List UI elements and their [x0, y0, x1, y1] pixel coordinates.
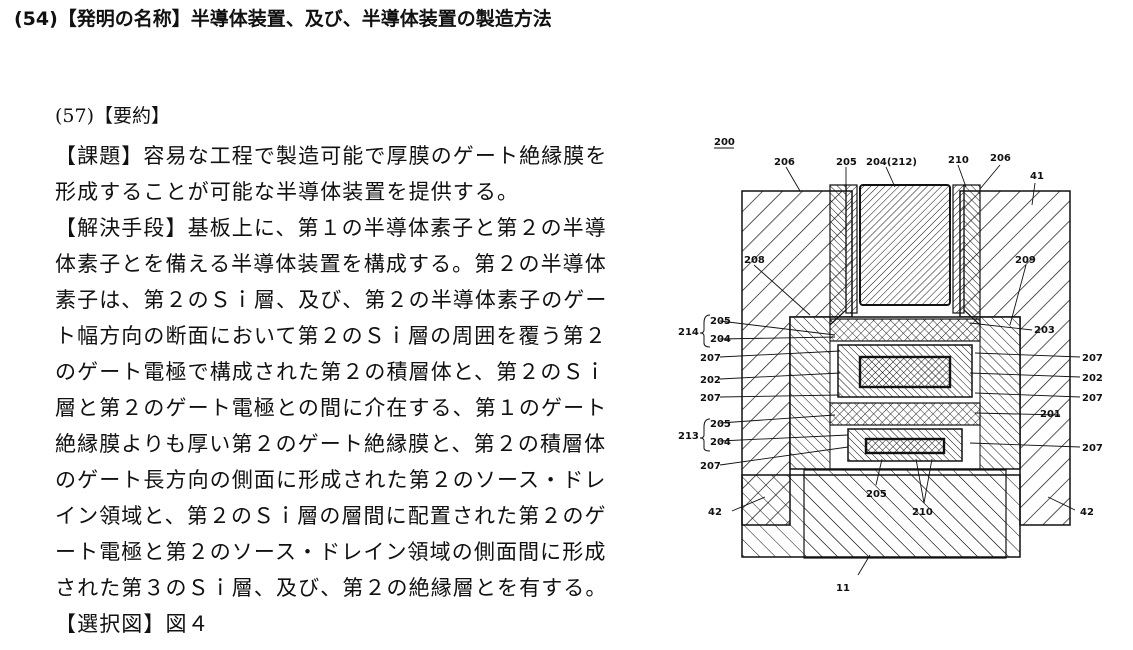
abstract-line: 【選択図】図４ [55, 612, 210, 636]
label-204: 204 [710, 437, 731, 448]
label-11: 11 [836, 583, 850, 594]
abstract-line: 形成することが可能な半導体装置を提供する。 [55, 180, 520, 204]
abstract-line: された第３のＳｉ層、及び、第２の絶縁層とを有する。 [55, 576, 608, 600]
contact-liner-inner-r [952, 184, 965, 314]
abstract-line: 体素子とを備える半導体装置を構成する。第２の半導体 [55, 252, 607, 276]
abstract-line: ト幅方向の断面において第２のＳｉ層の周囲を覆う第２ [55, 324, 607, 348]
label-210: 210 [948, 155, 969, 166]
contact-liner-outer [829, 184, 847, 327]
label-207: 207 [700, 353, 721, 364]
label-210: 210 [912, 507, 933, 518]
invention-title: (54)【発明の名称】半導体装置、及び、半導体装置の製造方法 [14, 8, 552, 30]
label-205: 205 [710, 316, 731, 327]
abstract-line: 【課題】容易な工程で製造可能で厚膜のゲート絶縁膜を [55, 144, 608, 168]
label-208: 208 [744, 255, 765, 266]
label-207: 207 [700, 393, 721, 404]
leader-lines [719, 164, 1081, 576]
gate-layer-203 [829, 318, 981, 342]
abstract-line: 【解決手段】基板上に、第１の半導体素子と第２の半導 [55, 216, 607, 240]
abstract-line: のゲート長方向の側面に形成された第２のソース・ドレ [55, 468, 607, 492]
substrate-column [803, 469, 1007, 559]
gate-layer-201 [829, 402, 981, 426]
contact-liner-inner [845, 184, 858, 314]
label-213: 213 [678, 431, 699, 442]
contact-liner-outer-r [963, 184, 981, 327]
label-206: 206 [774, 157, 795, 168]
abstract-line: ート電極と第２のソース・ドレイン領域の側面間に形成 [55, 540, 607, 564]
label-209: 209 [1015, 255, 1036, 266]
label-205: 205 [710, 419, 731, 430]
label-207: 207 [700, 461, 721, 472]
label-207: 207 [1082, 353, 1103, 364]
abstract-line: 絶縁膜よりも厚い第２のゲート絶縁膜と、第２の積層体 [55, 432, 607, 456]
gate-contact-204 [859, 184, 951, 306]
label-201: 201 [1040, 409, 1061, 420]
label-42: 42 [708, 507, 722, 518]
abstract-line: のゲート電極で構成された第２の積層体と、第２のＳｉ [55, 360, 607, 384]
brace-214 [699, 314, 711, 348]
label-207: 207 [1082, 443, 1103, 454]
si-layer-202 [858, 355, 952, 389]
abstract-heading: (57)【要約】 [55, 105, 171, 127]
si-layer-lower [864, 437, 946, 455]
label-204-212: 204(212) [866, 157, 917, 168]
label-205: 205 [836, 157, 857, 168]
cross-section-figure: 200 206 205 204(212) 210 206 41 208 209 … [670, 125, 1130, 605]
label-41: 41 [1030, 171, 1044, 182]
label-205: 205 [866, 489, 887, 500]
label-202: 202 [1082, 373, 1103, 384]
label-203: 203 [1034, 325, 1055, 336]
abstract-line: 層と第２のゲート電極との間に介在する、第１のゲート [55, 396, 608, 420]
label-207: 207 [1082, 393, 1103, 404]
figure-number: 200 [714, 137, 735, 148]
label-204: 204 [710, 334, 731, 345]
label-202: 202 [700, 375, 721, 386]
abstract-line: イン領域と、第２のＳｉ層の層間に配置された第２のゲ [55, 504, 607, 528]
label-206: 206 [990, 153, 1011, 164]
figure-drawing: 200 206 205 204(212) 210 206 41 208 209 … [678, 137, 1103, 594]
abstract-body: 【課題】容易な工程で製造可能で厚膜のゲート絶縁膜を 形成することが可能な半導体装… [55, 138, 655, 642]
label-42: 42 [1080, 507, 1094, 518]
abstract-line: 素子は、第２のＳｉ層、及び、第２の半導体素子のゲー [55, 288, 608, 312]
brace-213 [699, 418, 711, 452]
label-214: 214 [678, 327, 699, 338]
side-region-left [789, 316, 831, 470]
